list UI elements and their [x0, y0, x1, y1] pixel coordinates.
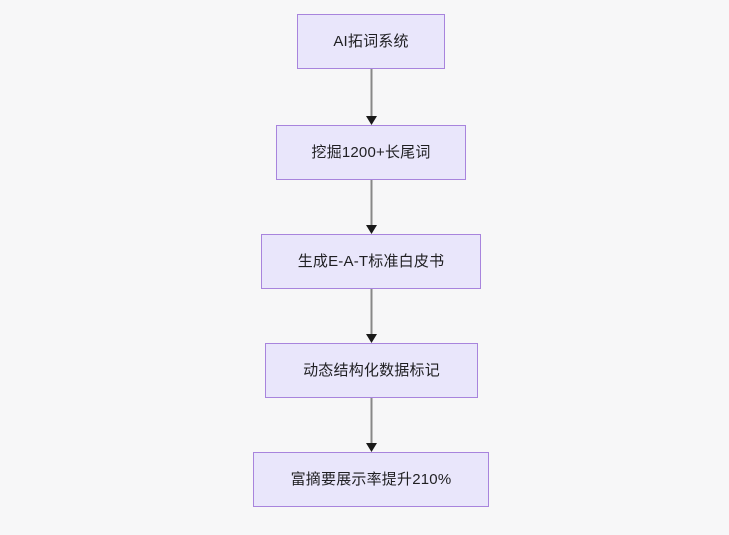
edge-n2-n3 — [365, 180, 377, 234]
flowchart-node-rich-snippet-rate-increase[interactable]: 富摘要展示率提升210% — [253, 452, 489, 507]
edge-n3-n4 — [365, 289, 377, 343]
flowchart-node-generate-eat-whitepaper[interactable]: 生成E-A-T标准白皮书 — [261, 234, 481, 289]
node-label: 生成E-A-T标准白皮书 — [297, 253, 445, 270]
node-label: AI拓词系统 — [333, 33, 409, 50]
node-label: 富摘要展示率提升210% — [290, 471, 452, 488]
node-label: 挖掘1200+长尾词 — [311, 144, 431, 161]
edge-n1-n2 — [365, 69, 377, 125]
node-label: 动态结构化数据标记 — [303, 362, 440, 379]
flowchart-node-ai-keyword-system[interactable]: AI拓词系统 — [297, 14, 445, 69]
flowchart-node-dynamic-structured-data-markup[interactable]: 动态结构化数据标记 — [265, 343, 478, 398]
flowchart-node-mine-longtail-keywords[interactable]: 挖掘1200+长尾词 — [276, 125, 466, 180]
edge-n4-n5 — [365, 398, 377, 452]
